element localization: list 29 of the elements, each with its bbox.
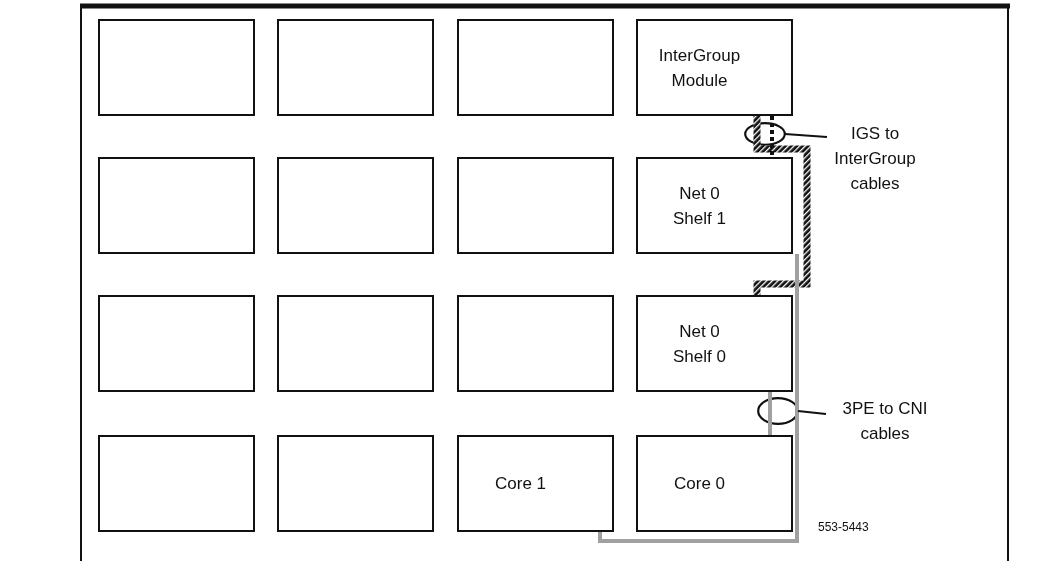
shelf-module-box <box>98 435 255 532</box>
shelf-module-box <box>98 295 255 392</box>
cable-line <box>770 116 774 157</box>
figure-number: 553-5443 <box>818 520 869 534</box>
callout-text: 3PE to CNI cables <box>820 396 950 446</box>
module-label: Core 1 <box>495 473 546 495</box>
module-label: InterGroup Module <box>657 44 742 92</box>
leader-line <box>784 133 828 138</box>
shelf-module-box <box>636 435 793 532</box>
shelf-module-box <box>98 157 255 254</box>
shelf-module-box <box>457 435 614 532</box>
shelf-module-box <box>277 295 434 392</box>
module-label: Core 0 <box>674 473 725 495</box>
leader-line <box>797 410 827 415</box>
shelf-module-box <box>277 157 434 254</box>
module-label: Net 0 Shelf 1 <box>672 182 727 230</box>
shelf-module-box <box>636 295 793 392</box>
shelf-module-box <box>457 19 614 116</box>
shelf-module-box <box>277 19 434 116</box>
module-label: Net 0 Shelf 0 <box>672 320 727 368</box>
callout-text: IGS to InterGroup cables <box>810 120 940 196</box>
shelf-module-box <box>636 19 793 116</box>
cable-line <box>598 254 799 543</box>
shelf-module-box <box>457 157 614 254</box>
cable-line <box>753 116 811 295</box>
shelf-module-box <box>98 19 255 116</box>
shelf-module-box <box>636 157 793 254</box>
shelf-module-box <box>457 295 614 392</box>
shelf-module-box <box>277 435 434 532</box>
